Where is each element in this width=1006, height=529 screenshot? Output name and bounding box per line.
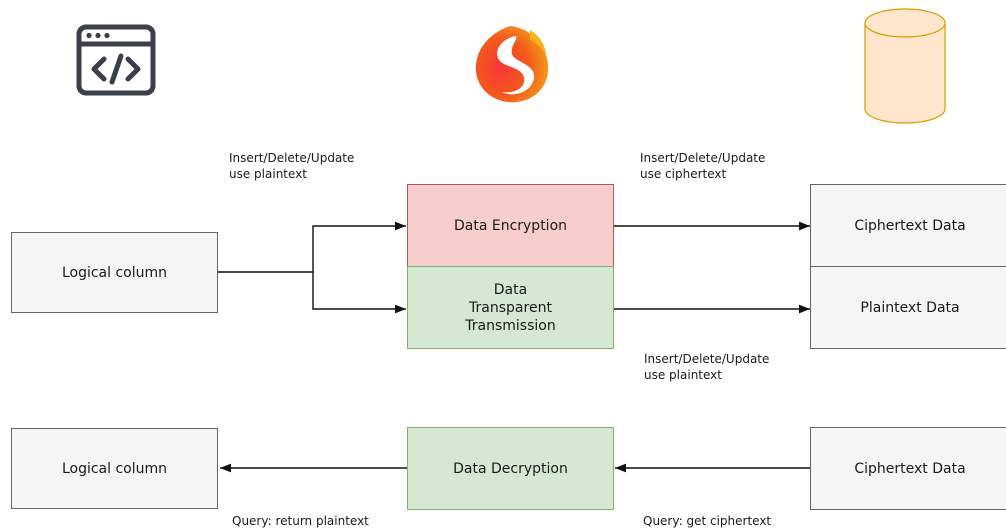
- label-query-get-ciphertext: Query: get ciphertext: [643, 514, 772, 528]
- data-decryption-box: Data Decryption: [407, 427, 614, 510]
- logical-column-target: Logical column: [11, 428, 218, 509]
- label-insert-ciphertext: Insert/Delete/Update use ciphertext: [640, 151, 766, 181]
- flame-logo-icon: [475, 26, 549, 103]
- ciphertext-data-source: Ciphertext Data: [810, 427, 1006, 510]
- label-insert-plaintext-store: Insert/Delete/Update use plaintext: [644, 352, 770, 382]
- plaintext-data-store: Plaintext Data: [810, 266, 1006, 349]
- arrow-source-to-encrypt: [218, 221, 406, 273]
- arrow-source-to-transparent: [312, 272, 406, 314]
- database-icon: [864, 8, 946, 124]
- ciphertext-data-store: Ciphertext Data: [810, 184, 1006, 267]
- data-transparent-transmission-box: Data Transparent Transmission: [407, 266, 614, 349]
- label-insert-plaintext: Insert/Delete/Update use plaintext: [229, 151, 355, 181]
- code-window-icon: [76, 24, 156, 96]
- logical-column-source: Logical column: [11, 232, 218, 313]
- data-encryption-box: Data Encryption: [407, 184, 614, 267]
- label-query-return-plaintext: Query: return plaintext: [232, 514, 369, 528]
